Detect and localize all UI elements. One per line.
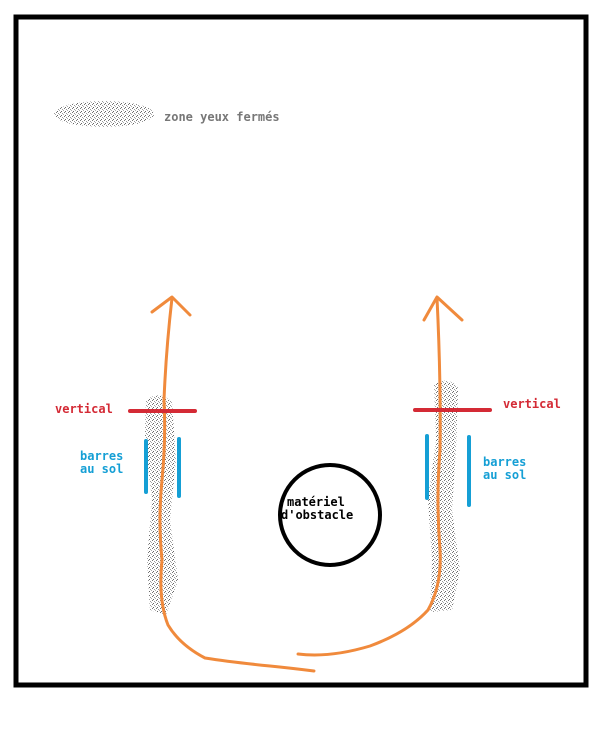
- bars-label-left-2: au sol: [80, 462, 123, 476]
- path-left: [158, 296, 316, 673]
- obstacle-label-2: d'obstacle: [281, 508, 353, 522]
- frame: [13, 14, 589, 688]
- bars-label-left-1: barres: [80, 449, 123, 463]
- arrow-right-icon: [422, 295, 464, 322]
- legend-zone-swatch: [54, 101, 154, 127]
- path-right: [296, 296, 442, 657]
- legend-zone-label: zone yeux fermés: [164, 110, 280, 124]
- closed-eyes-zone-right: [428, 380, 460, 612]
- vertical-label-right: vertical: [503, 397, 561, 411]
- bars-label-right-1: barres: [483, 455, 526, 469]
- obstacle-label-1: matériel: [287, 495, 345, 509]
- vertical-label-left: vertical: [55, 402, 113, 416]
- obstacle-circle: [278, 463, 382, 567]
- arrow-left-icon: [150, 295, 192, 317]
- bars-label-right-2: au sol: [483, 468, 526, 482]
